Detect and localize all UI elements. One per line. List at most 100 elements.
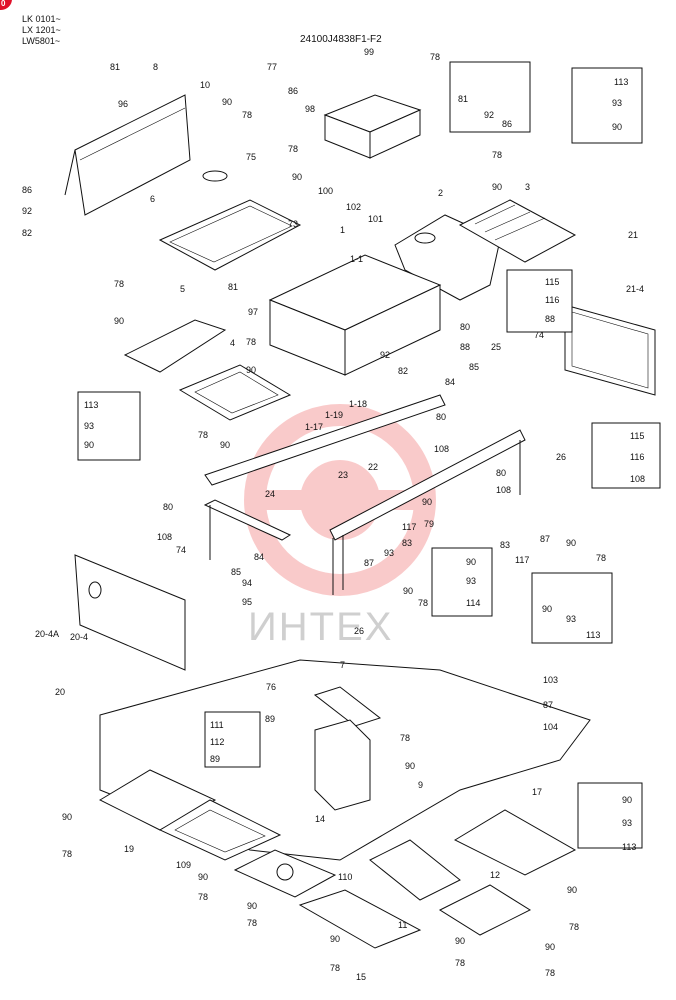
part-label: 76: [266, 682, 276, 692]
part-label: 113: [84, 400, 98, 410]
part-label: 23: [338, 470, 348, 480]
part-label: 74: [534, 330, 544, 340]
part-labels: 81 8 96 10 90 78 75 78 90 86 92 82 6 73 …: [22, 47, 645, 982]
plate-15: [298, 889, 422, 949]
plate-7: [313, 686, 382, 727]
plate-5: [123, 319, 227, 373]
part-label: 78: [330, 963, 340, 973]
part-label: 19: [124, 844, 134, 854]
part-label: 84: [445, 377, 455, 387]
part-label: 90: [455, 936, 465, 946]
part-label: 24: [265, 489, 275, 499]
part-label: 83: [402, 538, 412, 548]
part-label: 1: [340, 225, 345, 235]
part-label: 94: [242, 578, 252, 588]
part-label: 101: [368, 214, 383, 224]
part-label: 78: [247, 918, 257, 928]
model-code-2: LX 1201~: [22, 25, 61, 35]
part-label: 92: [380, 350, 390, 360]
part-label: 25: [491, 342, 501, 352]
part-label: 102: [346, 202, 361, 212]
watermark-text: ИНТЕХ: [248, 605, 393, 649]
part-label: 90: [405, 761, 415, 771]
part-label: 1-19: [325, 410, 343, 420]
part-label: 11: [398, 920, 407, 930]
part-label: 4: [230, 338, 235, 348]
part-label: 26: [556, 452, 566, 462]
part-label: 78: [455, 958, 465, 968]
part-label: 108: [630, 474, 645, 484]
part-label: 104: [543, 722, 558, 732]
part-label: 14: [315, 814, 325, 824]
part-label: 6: [150, 194, 155, 204]
plate-3: [458, 199, 577, 263]
part-label: 93: [612, 98, 622, 108]
part-label: 108: [496, 485, 511, 495]
plate-110: [233, 849, 337, 898]
part-label: 113: [622, 842, 636, 852]
part-label: 90: [422, 497, 432, 507]
part-label: 78: [198, 430, 208, 440]
part-label: 20-4A: [35, 629, 59, 639]
channel-23: [204, 394, 446, 486]
inset-box-113-93-90-b: [77, 391, 141, 461]
part-label: 15: [356, 972, 366, 982]
bar-24: [203, 499, 292, 560]
part-label: 90: [292, 172, 302, 182]
part-label: 79: [424, 519, 434, 529]
part-label: 1-17: [305, 422, 323, 432]
part-label: 114: [466, 598, 480, 608]
panel-21: [564, 304, 656, 396]
part-label: 22: [368, 462, 378, 472]
inset-box-90-93-113: [531, 572, 613, 644]
part-label: 90: [220, 440, 230, 450]
part-label: 108: [434, 444, 449, 454]
part-label: 5: [180, 284, 185, 294]
part-label: 90: [466, 557, 476, 567]
part-label: 93: [84, 421, 94, 431]
part-label: 89: [265, 714, 275, 724]
tool-box-99: [323, 94, 422, 159]
part-label: 21-4: [626, 284, 644, 294]
part-label: 12: [490, 870, 500, 880]
part-label: 93: [566, 614, 576, 624]
part-label: 26: [354, 626, 364, 636]
part-label: 86: [288, 86, 298, 96]
part-label: 90: [542, 604, 552, 614]
part-label: 103: [543, 675, 558, 685]
part-label: 87: [364, 558, 374, 568]
corner-badge-text: 0: [1, 0, 6, 8]
part-label: 90: [198, 872, 208, 882]
part-label: 90: [566, 538, 576, 548]
part-label: 99: [364, 47, 374, 57]
part-label: 92: [484, 110, 494, 120]
part-label: 75: [246, 152, 256, 162]
part-label: 78: [198, 892, 208, 902]
part-label: 90: [622, 795, 632, 805]
part-label: 96: [118, 99, 128, 109]
inset-box-115-116-88: [506, 269, 573, 333]
part-label: 3: [525, 182, 530, 192]
part-label: 85: [231, 567, 241, 577]
part-label: 21: [628, 230, 638, 240]
part-label: 93: [622, 818, 632, 828]
part-label: 83: [500, 540, 510, 550]
part-label: 95: [242, 597, 252, 607]
part-label: 7: [340, 660, 345, 670]
part-label: 80: [496, 468, 506, 478]
inset-box-90-93-114: [431, 547, 493, 617]
part-label: 113: [586, 630, 600, 640]
part-label: 2: [438, 188, 443, 198]
part-label: 78: [430, 52, 440, 62]
part-label: 98: [305, 104, 315, 114]
part-label: 90: [62, 812, 72, 822]
part-label: 109: [176, 860, 191, 870]
part-label: 77: [267, 62, 277, 72]
part-label: 78: [246, 337, 256, 347]
part-label: 97: [248, 307, 258, 317]
box-14: [314, 719, 371, 811]
part-label: 90: [247, 901, 257, 911]
part-label: 88: [460, 342, 470, 352]
